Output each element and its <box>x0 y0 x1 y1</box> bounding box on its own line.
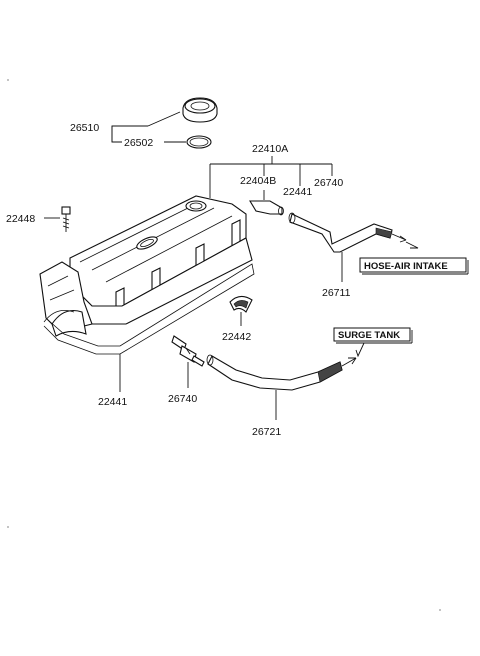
rocker-cover[interactable] <box>39 195 253 337</box>
callout-surge-tank: SURGE TANK <box>333 327 413 358</box>
bolt[interactable] <box>61 206 71 232</box>
label-pcv-elbow: 22404B <box>240 175 276 187</box>
speck <box>7 79 9 81</box>
oil-filler-cap[interactable] <box>182 97 218 123</box>
label-cap-gasket: 26502 <box>124 137 153 149</box>
label-grommet-top: 22441 <box>283 186 312 198</box>
cover-gasket[interactable] <box>43 263 255 355</box>
half-moon-seal[interactable] <box>229 295 253 313</box>
label-cap: 26510 <box>70 122 99 134</box>
callout-hose-air-intake: HOSE-AIR INTAKE <box>359 241 469 275</box>
label-pcv-valve: 26740 <box>168 393 197 405</box>
label-hose-air-intake: 26711 <box>322 287 351 299</box>
hose-air-intake[interactable] <box>288 212 407 253</box>
hose-surge-tank[interactable] <box>206 354 357 391</box>
label-bolt: 22448 <box>6 213 35 225</box>
callout-hose-air-intake-text: HOSE-AIR INTAKE <box>364 261 448 272</box>
speck <box>439 609 441 611</box>
label-pcv-valve-top: 26740 <box>314 177 343 189</box>
label-cover-assy: 22410A <box>252 143 288 155</box>
speck <box>7 526 9 528</box>
callout-surge-tank-text: SURGE TANK <box>338 330 400 341</box>
label-gasket: 22441 <box>98 396 127 408</box>
label-hose-surge-tank: 26721 <box>252 426 281 438</box>
pcv-elbow[interactable] <box>249 190 284 216</box>
pcv-valve[interactable] <box>171 335 205 367</box>
label-half-moon-seal: 22442 <box>222 331 251 343</box>
cap-gasket[interactable] <box>186 135 212 149</box>
